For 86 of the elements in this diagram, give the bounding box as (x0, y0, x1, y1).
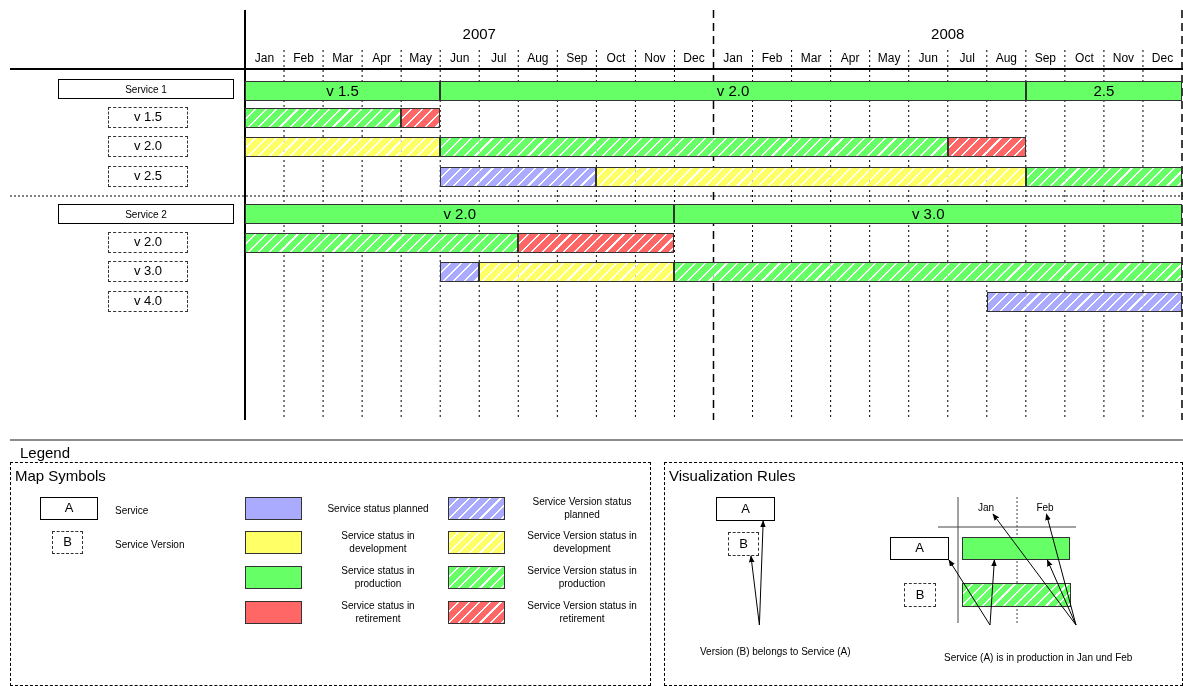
month-label: Jun (917, 51, 939, 65)
status-bar (962, 583, 1071, 607)
rule-caption: Version (B) belongs to Service (A) (700, 625, 880, 657)
month-label: Jul (490, 51, 508, 65)
month-label: Aug (994, 51, 1018, 65)
status-bar (1025, 167, 1182, 187)
version-box: B (52, 531, 83, 554)
legend-text: Service Version status in development (526, 529, 638, 555)
status-bar: 2.5 (1025, 81, 1182, 101)
status-bar (440, 137, 948, 157)
service-box: A (716, 497, 775, 521)
panel-heading: Map Symbols (15, 468, 106, 485)
month-label: Feb (292, 51, 315, 65)
month-label: Oct (1074, 51, 1095, 65)
status-bar (401, 108, 441, 128)
version-box: B (904, 583, 936, 607)
status-bar (245, 233, 519, 253)
month-label: Sep (1033, 51, 1057, 65)
legend-panel (664, 462, 1183, 686)
month-label: Nov (1111, 51, 1136, 65)
service-box: A (40, 497, 98, 520)
month-label: May (408, 51, 433, 65)
version-box: v 2.0 (108, 136, 188, 157)
month-label: Jan (722, 51, 744, 65)
version-box: v 3.0 (108, 261, 188, 282)
service-box: Service 1 (58, 79, 234, 99)
status-bar (947, 137, 1026, 157)
status-bar (479, 262, 675, 282)
status-bar: v 2.0 (440, 81, 1026, 101)
section-heading: Legend (18, 443, 72, 461)
panel-heading: Visualization Rules (669, 468, 796, 485)
leader-arrow (1045, 513, 1077, 626)
service-box: A (890, 537, 949, 560)
legend-text: Service Version status in production (526, 564, 638, 590)
leader-arrow (992, 513, 1077, 626)
status-bar (440, 262, 480, 282)
version-box: B (728, 532, 759, 556)
legend-text: Service status in retirement (340, 599, 416, 625)
month-label: Apr (839, 51, 861, 65)
month-label: Jan (972, 500, 1000, 514)
status-bar: v 2.0 (245, 204, 675, 224)
month-label: Mar (331, 51, 354, 65)
version-box: v 4.0 (108, 291, 188, 312)
status-bar (962, 537, 1070, 560)
status-bar: v 3.0 (674, 204, 1182, 224)
legend-text: Service status planned (326, 501, 430, 515)
leader-arrow (948, 559, 991, 626)
legend-text: Service Version status planned (531, 495, 633, 521)
version-box: v 2.5 (108, 166, 188, 187)
month-label: Feb (1031, 500, 1059, 514)
version-box: v 2.0 (108, 232, 188, 253)
month-label: Oct (605, 51, 627, 65)
symbol-description: Service Version (115, 538, 185, 549)
status-bar (245, 108, 402, 128)
leader-arrow (1046, 559, 1077, 626)
status-bar (245, 137, 441, 157)
month-label: Jun (449, 51, 471, 65)
leader-arrow (758, 520, 766, 626)
status-bar (440, 167, 597, 187)
year-label: 2008 (930, 24, 966, 42)
status-bar (596, 167, 1026, 187)
month-label: Feb (760, 51, 784, 65)
month-label: Jan (253, 51, 276, 65)
month-label: Dec (1150, 51, 1175, 65)
legend-panel (10, 462, 651, 686)
leader-arrow (989, 559, 997, 626)
status-bar (674, 262, 1182, 282)
legend-text: Service Version status in retirement (526, 599, 638, 625)
month-label: Mar (799, 51, 823, 65)
month-label: Aug (526, 51, 550, 65)
month-label: May (876, 51, 902, 65)
month-label: Sep (565, 51, 589, 65)
version-box: v 1.5 (108, 107, 188, 128)
service-box: Service 2 (58, 204, 234, 224)
status-bar: v 1.5 (245, 81, 441, 101)
rule-caption: Service (A) is in production in Jan und Feb (944, 625, 1144, 663)
month-label: Nov (643, 51, 667, 65)
status-bar (986, 292, 1182, 312)
month-label: Apr (371, 51, 392, 65)
symbol-description: Service (115, 504, 149, 515)
month-label: Jul (958, 51, 976, 65)
month-label: Dec (682, 51, 706, 65)
legend-text: Service status in development (340, 529, 416, 555)
status-bar (518, 233, 675, 253)
legend-text: Service status in production (340, 564, 416, 590)
year-label: 2007 (461, 24, 497, 42)
